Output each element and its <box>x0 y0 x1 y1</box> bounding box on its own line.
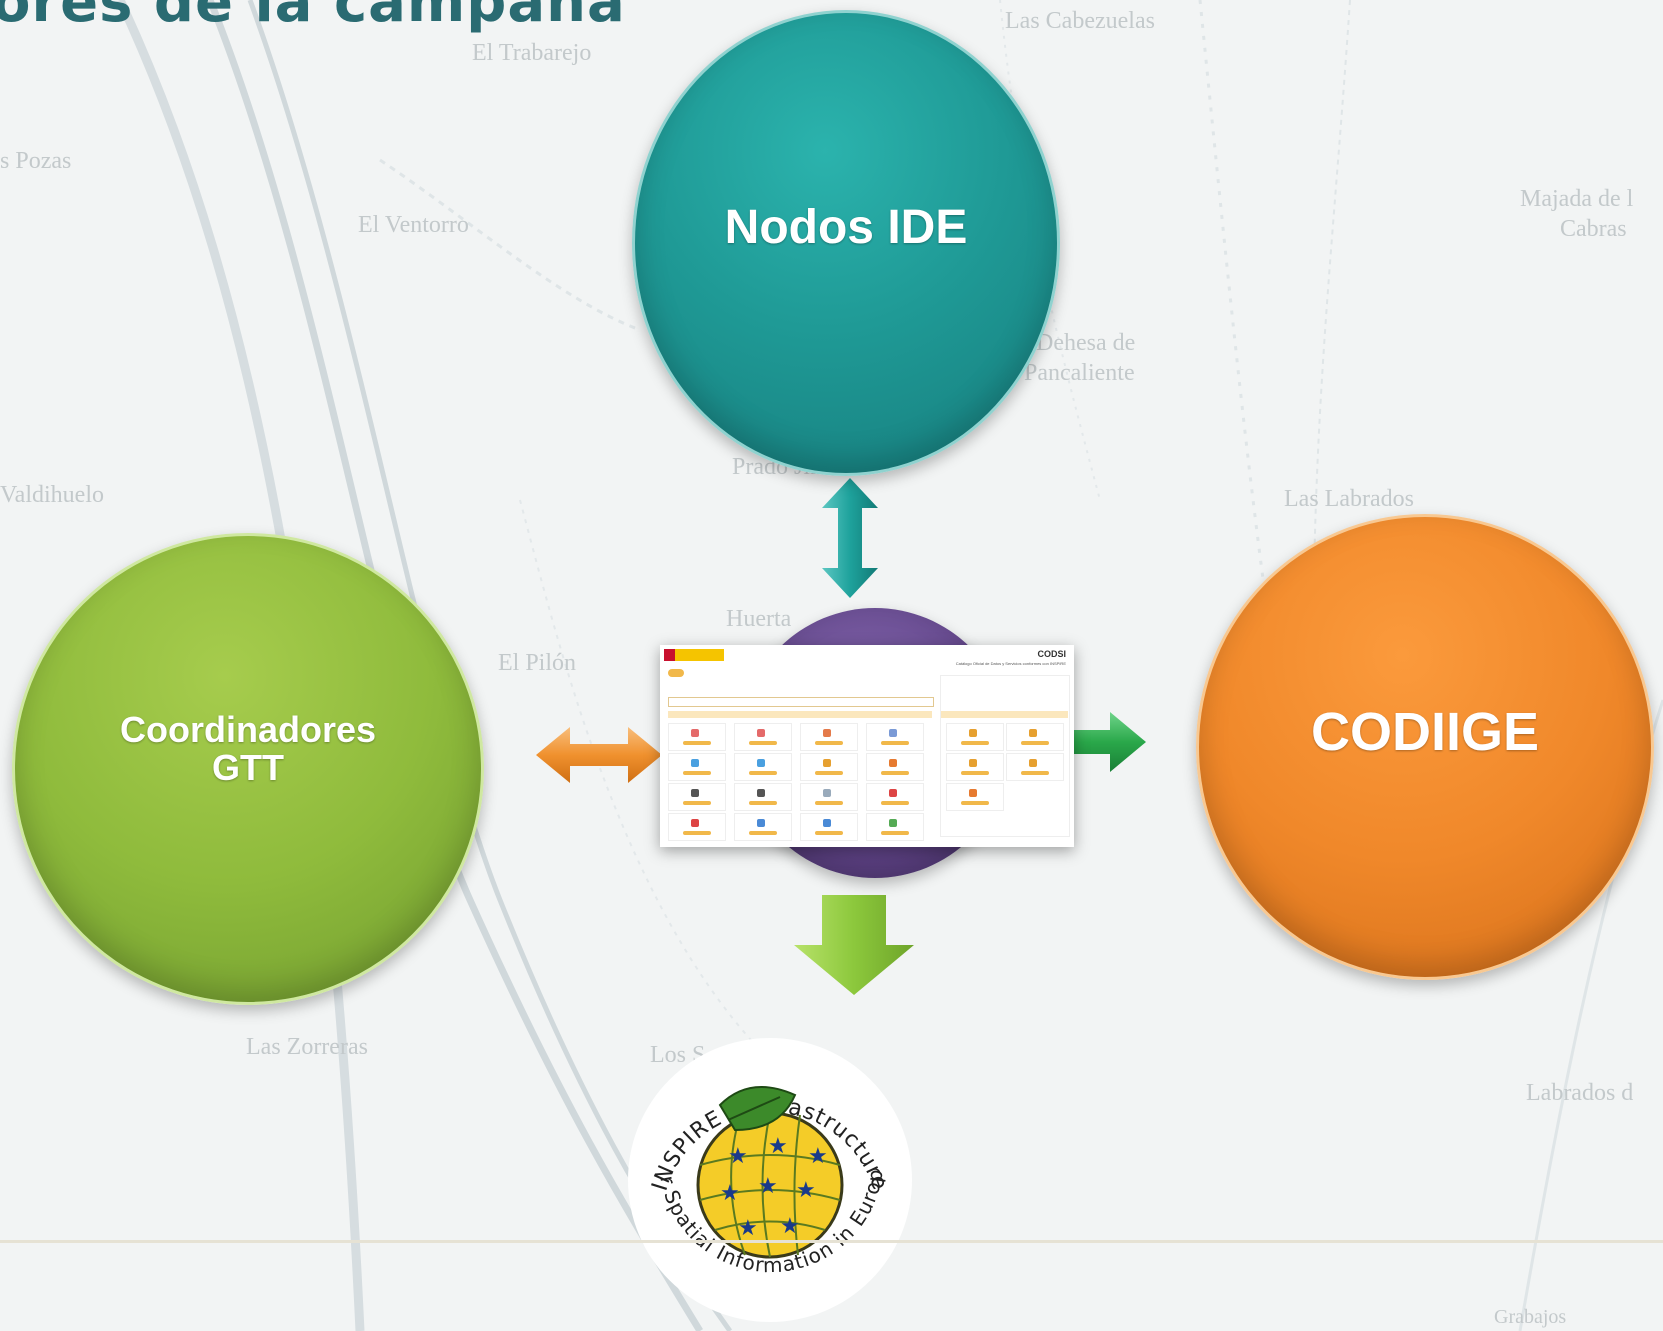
thumb-card <box>866 813 924 841</box>
map-label-grabados: Grabajos <box>1494 1306 1567 1328</box>
thumb-card <box>668 813 726 841</box>
thumb-card <box>800 783 858 811</box>
svg-text:★: ★ <box>768 1134 788 1159</box>
thumb-card <box>668 783 726 811</box>
map-label-pilon: El Pilón <box>498 650 577 676</box>
right-arrow <box>1072 712 1146 772</box>
thumb-card <box>1006 753 1064 781</box>
codsi-screenshot: CODSI Catálogo Oficial de Datos y Servic… <box>660 645 1074 847</box>
node-coordinadores-gtt: Coordinadores GTT <box>12 533 484 1005</box>
thumb-card <box>734 723 792 751</box>
map-label-cabezuelas: Las Cabezuelas <box>1005 8 1155 34</box>
thumb-card <box>668 753 726 781</box>
codsi-subtitle: Catálogo Oficial de Datos y Servicios co… <box>955 661 1066 666</box>
thumb-card <box>668 723 726 751</box>
thumb-card <box>946 783 1004 811</box>
svg-text:★: ★ <box>738 1216 758 1241</box>
codsi-brand: CODSI <box>1037 649 1066 659</box>
map-label-ventorro: El Ventorro <box>358 212 469 238</box>
left-double-arrow <box>536 727 662 783</box>
map-label-labrados: Las Labrados <box>1284 486 1414 512</box>
vertical-double-arrow <box>822 478 878 598</box>
slide-title: ores de la campaña <box>0 0 626 35</box>
svg-text:★: ★ <box>728 1144 748 1169</box>
map-label-valdihuelo: Valdihuelo <box>0 482 104 508</box>
map-label-majada: Majada de l <box>1520 186 1634 212</box>
thumb-home-pill <box>668 669 684 677</box>
thumb-card <box>800 753 858 781</box>
node-nodos-ide-label: Nodos IDE <box>724 200 968 254</box>
thumb-card <box>800 723 858 751</box>
inspire-logo: INSPIRE · Infrastructure for Spatial Inf… <box>620 1035 912 1322</box>
thumb-side-bar <box>940 711 1068 718</box>
thumb-card <box>734 753 792 781</box>
thumb-side-panel <box>940 675 1070 837</box>
svg-text:★: ★ <box>780 1214 800 1239</box>
svg-text:★: ★ <box>796 1178 816 1203</box>
map-label-dehesa: Dehesa de <box>1036 330 1136 356</box>
thumb-search-box <box>668 697 934 707</box>
thumb-card <box>734 783 792 811</box>
node-coordinadores-line1: Coordinadores <box>119 709 377 751</box>
inspire-globe-icon: ★★★ ★★★ ★★ <box>696 1086 844 1259</box>
thumb-card <box>866 783 924 811</box>
svg-text:★: ★ <box>808 1144 828 1169</box>
map-label-trabarejo: El Trabarejo <box>472 40 592 66</box>
node-nodos-ide: Nodos IDE <box>632 10 1060 476</box>
thumb-card <box>734 813 792 841</box>
thumb-card <box>866 753 924 781</box>
svg-text:★: ★ <box>758 1174 778 1199</box>
svg-text:★: ★ <box>720 1181 740 1206</box>
down-arrow <box>794 895 914 995</box>
thumb-card <box>946 723 1004 751</box>
thumb-card <box>800 813 858 841</box>
thumb-card <box>866 723 924 751</box>
thumb-card <box>946 753 1004 781</box>
map-label-pozas: s Pozas <box>0 148 72 174</box>
map-label-pancaliente: Pancaliente <box>1024 360 1135 386</box>
thumb-card <box>1006 723 1064 751</box>
node-coordinadores-line2: GTT <box>212 747 284 788</box>
map-label-labrados2: Labrados d <box>1526 1080 1634 1106</box>
map-label-cabras: Cabras <box>1560 216 1627 242</box>
map-label-zorreras: Las Zorreras <box>246 1034 368 1060</box>
node-codiige: CODIIGE <box>1196 514 1654 980</box>
thumb-tab-bar <box>668 711 932 718</box>
map-label-huerta: Huerta <box>726 606 792 632</box>
government-logo <box>664 649 724 661</box>
node-coordinadores-gtt-label: Coordinadores GTT <box>120 711 376 787</box>
footer-divider <box>0 1240 1663 1243</box>
node-codiige-label: CODIIGE <box>1310 701 1540 762</box>
